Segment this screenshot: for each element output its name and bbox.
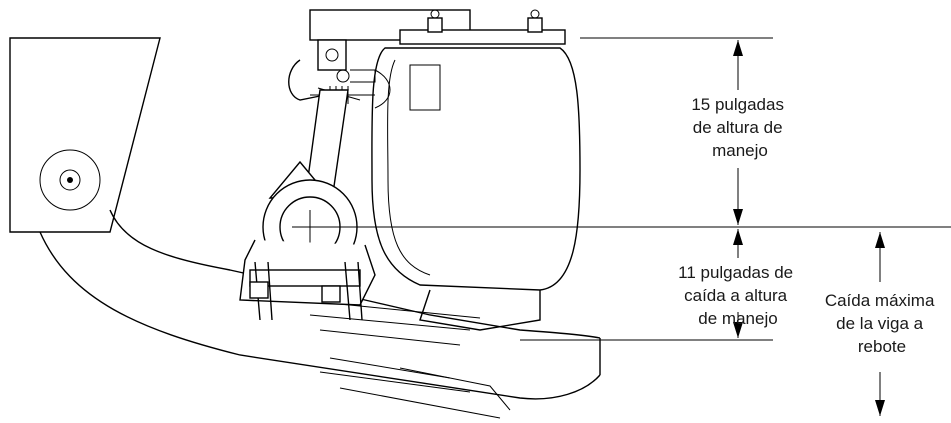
max-drop-line-1: Caída máxima [825,291,935,310]
drop-to-ride-label: 11 pulgadas de caída a altura de manejo [678,263,798,328]
upper-mount-plate [309,9,566,45]
ride-height-label: 15 pulgadas de altura de manejo [691,95,788,160]
max-drop-line-3: rebote [858,337,906,356]
trailing-beam [39,209,601,400]
axle-seat [239,160,376,321]
max-drop-label: Caída máxima de la viga a rebote [825,291,939,356]
frame-bracket [9,37,161,233]
dimension-max-drop [875,232,885,416]
reference-lines [310,37,951,341]
drop-to-ride-line-1: 11 pulgadas de [678,263,793,282]
drop-to-ride-line-2: caída a altura [684,286,788,305]
max-drop-line-2: de la viga a [836,314,923,333]
ride-height-line-2: de altura de [693,118,783,137]
ride-height-line-1: 15 pulgadas [691,95,784,114]
dimension-15in [733,40,743,225]
beam-rebound-position [319,357,511,419]
drop-to-ride-line-3: de manejo [698,309,777,328]
air-spring [371,47,581,331]
ride-height-line-3: manejo [712,141,768,160]
dimension-11in [733,229,743,338]
